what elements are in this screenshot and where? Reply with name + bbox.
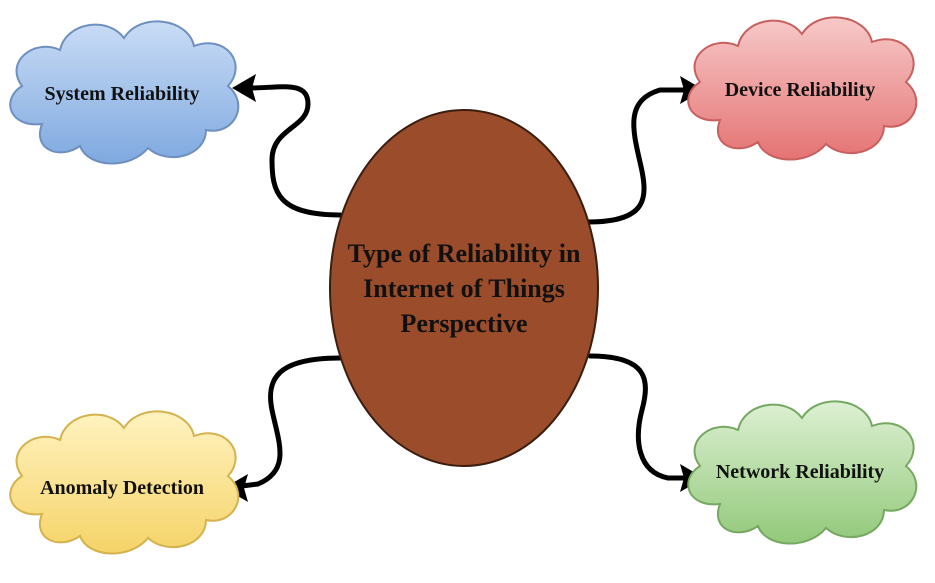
node-label-network: Network Reliability bbox=[716, 461, 884, 483]
center-node: Type of Reliability in Internet of Thing… bbox=[329, 109, 599, 467]
cloud-system-reliability: System Reliability bbox=[9, 20, 240, 165]
node-label-anomaly: Anomaly Detection bbox=[40, 477, 204, 499]
center-title-line-1: Type of Reliability in bbox=[348, 239, 581, 268]
node-label-system: System Reliability bbox=[45, 83, 200, 105]
node-label-device: Device Reliability bbox=[725, 79, 876, 101]
center-title-line-3: Perspective bbox=[400, 309, 527, 338]
connector-system bbox=[247, 84, 343, 218]
arrowhead-system bbox=[232, 74, 256, 102]
cloud-device-reliability: Device Reliability bbox=[687, 16, 918, 161]
connector-device bbox=[585, 87, 689, 225]
center-title-line-2: Internet of Things bbox=[363, 274, 565, 303]
connector-anomaly bbox=[239, 355, 343, 489]
cloud-anomaly-detection: Anomaly Detection bbox=[9, 410, 240, 555]
connector-network bbox=[587, 353, 689, 481]
cloud-network-reliability: Network Reliability bbox=[687, 400, 918, 545]
center-ellipse bbox=[329, 109, 599, 467]
